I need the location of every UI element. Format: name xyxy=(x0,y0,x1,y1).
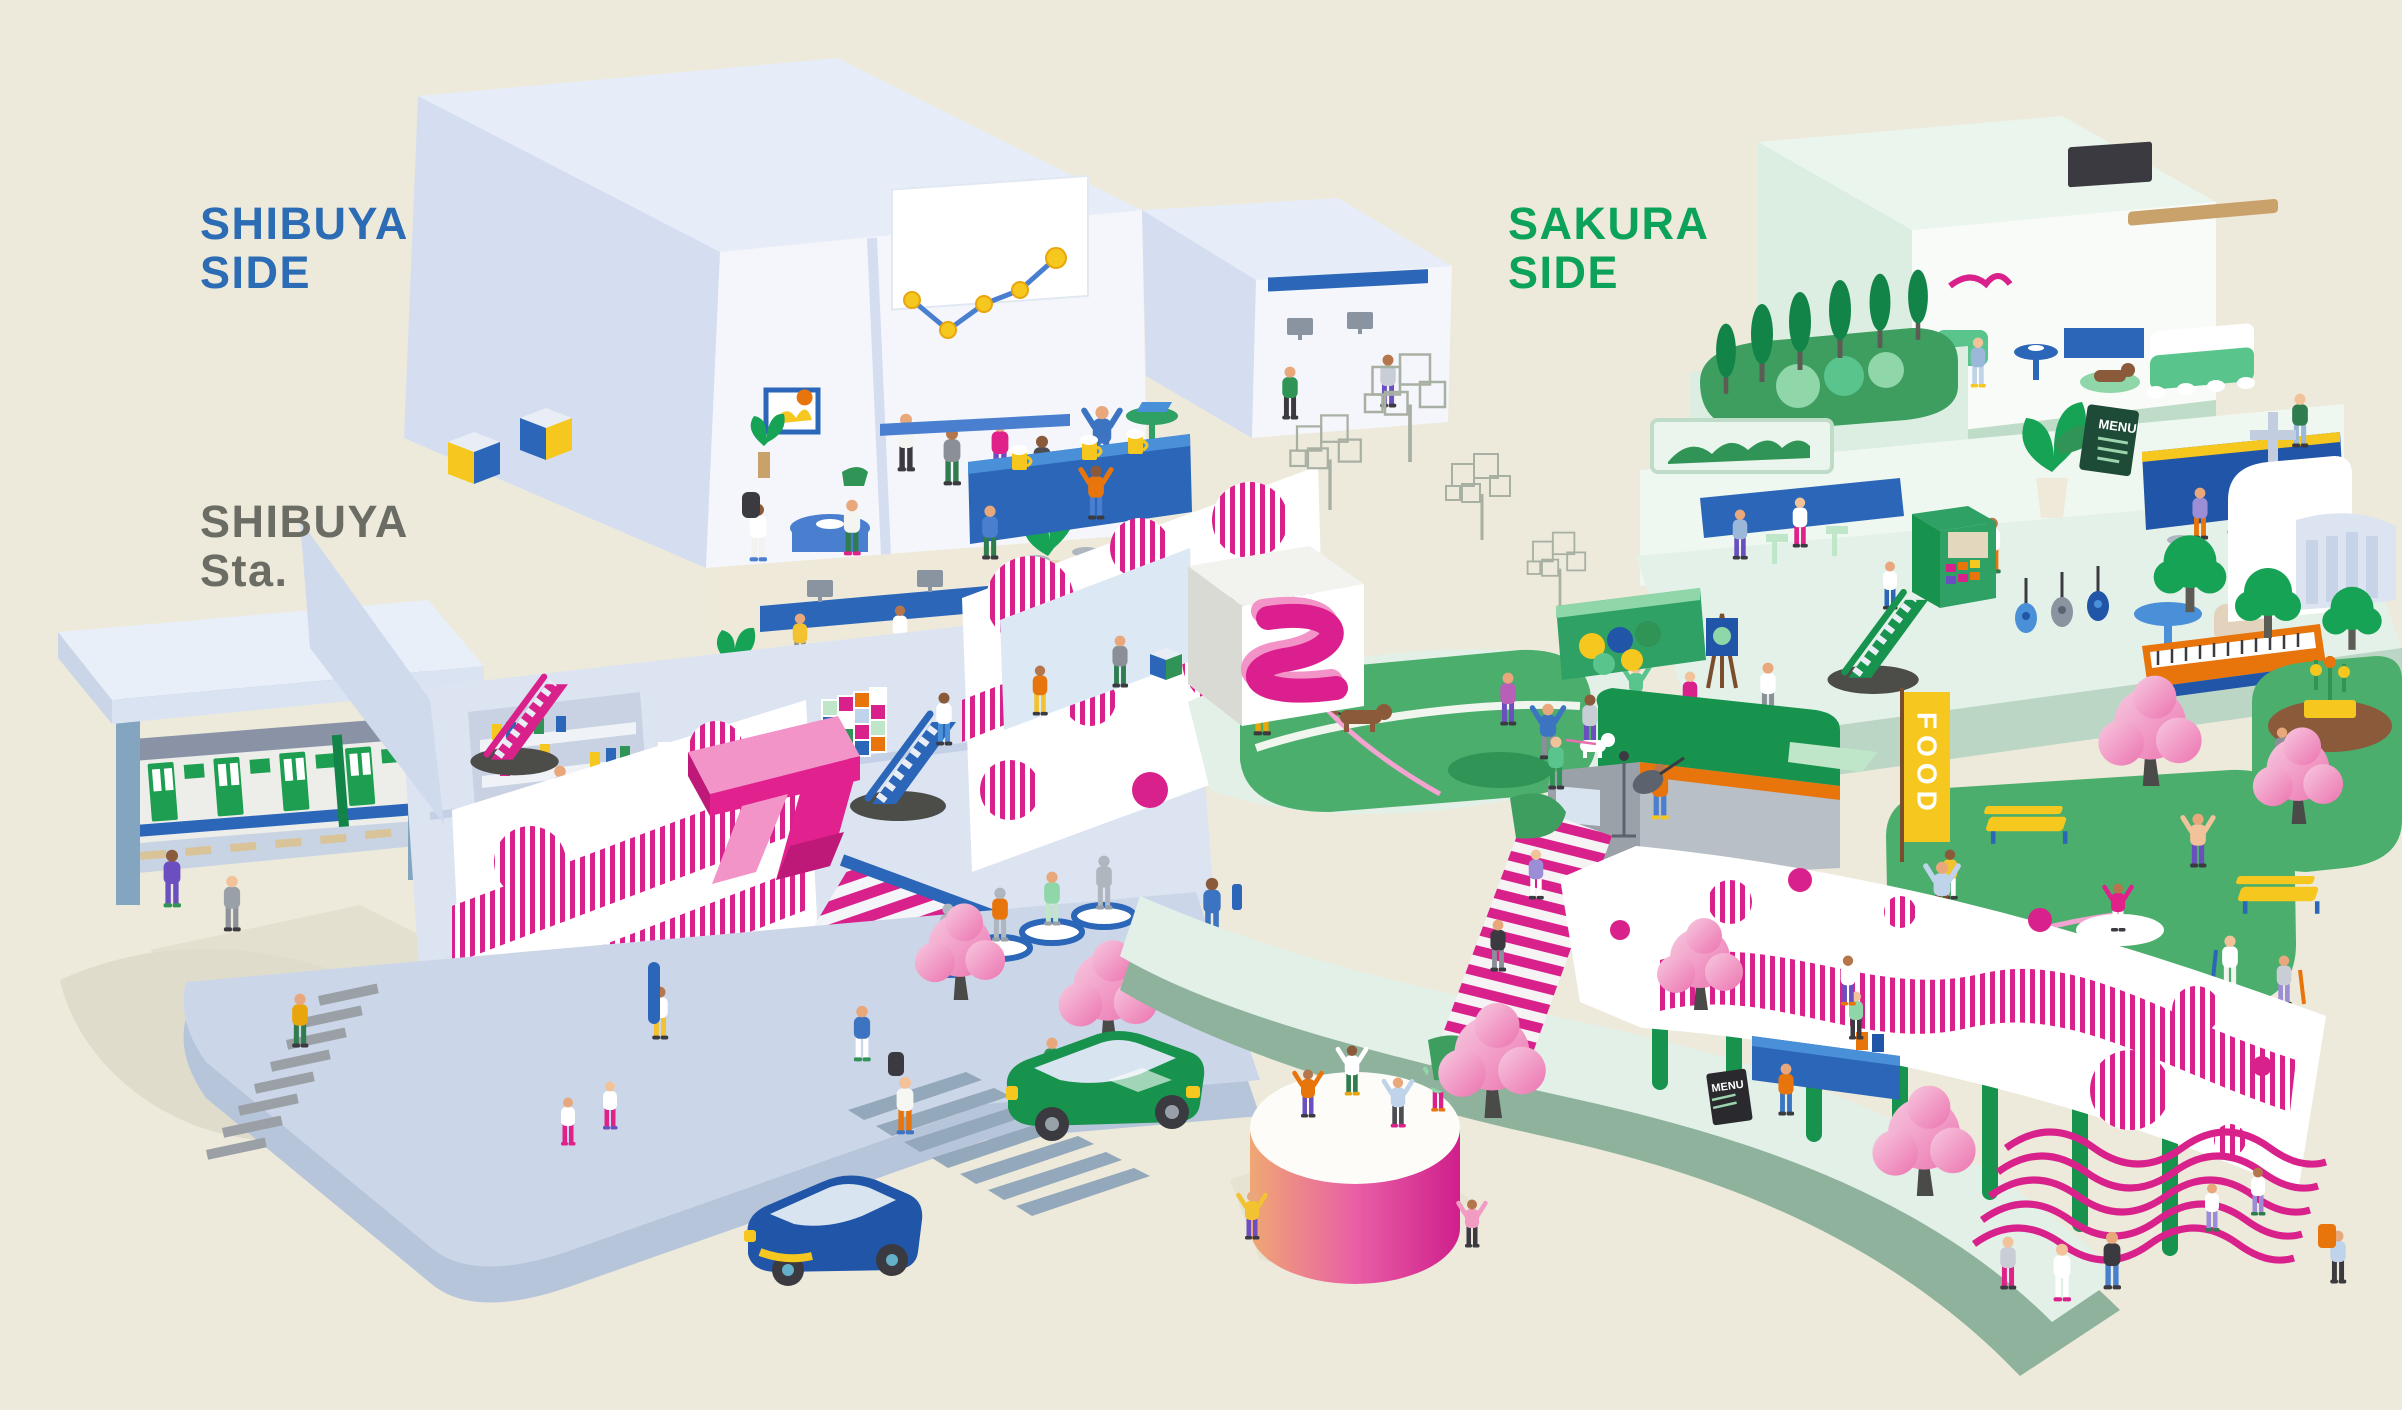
svg-text:MENU: MENU xyxy=(2098,416,2138,436)
promenade-student xyxy=(2205,1183,2220,1232)
arcade-machine xyxy=(1883,506,1996,610)
cafe-menu-board: MENU xyxy=(2079,404,2139,477)
annex-office xyxy=(1268,269,1428,420)
rooftop-garden xyxy=(1700,269,1958,432)
base-plaza xyxy=(163,849,1260,1303)
shibuya-station-label: SHIBUYA Sta. xyxy=(200,496,409,596)
center-bridge xyxy=(1120,352,2120,1376)
food-flag-banner: FOOD xyxy=(1900,688,1950,862)
outdoor-stairs xyxy=(206,983,379,1160)
street-musician xyxy=(1612,751,1685,838)
dancer-ground-2 xyxy=(1459,1200,1486,1248)
living-room xyxy=(1936,141,2152,393)
wireframe-tree-3 xyxy=(1444,452,1512,542)
easel xyxy=(1706,613,1738,689)
kiosk-menu-board: MENU xyxy=(1706,1068,1753,1126)
shibuya-side-label: SHIBUYA SIDE xyxy=(200,198,409,298)
sakura-side-label-line2: SIDE xyxy=(1508,246,1620,298)
guitars xyxy=(2015,566,2109,633)
shibuya-side-label-line1: SHIBUYA xyxy=(200,198,409,249)
s-logo-cube xyxy=(1188,546,1364,726)
round-stage xyxy=(1239,1046,1486,1284)
promenade: MENU xyxy=(1438,846,2347,1302)
dachshund xyxy=(1327,699,1392,732)
food-truck-plaza: FOOD xyxy=(1548,688,1958,919)
kiosk: MENU xyxy=(1706,991,1900,1126)
street xyxy=(744,1031,1205,1286)
shibuya-station-label-line1: SHIBUYA xyxy=(200,496,409,547)
patterned-canopy xyxy=(1560,846,2326,1192)
sakura-side-label-line1: SAKURA xyxy=(1508,198,1710,249)
magenta-sculpture xyxy=(688,716,860,884)
meeting-room xyxy=(880,174,1178,494)
shibuya-station-label-line2: Sta. xyxy=(200,544,289,596)
sakura-side-label: SAKURA SIDE xyxy=(1508,198,1710,298)
blue-car xyxy=(744,1175,923,1286)
shibuya-side-label-line2: SIDE xyxy=(200,246,312,298)
svg-text:FOOD: FOOD xyxy=(1912,712,1943,817)
display-cubes xyxy=(448,408,572,484)
gift-shop-inset xyxy=(1000,548,1194,730)
crosswalk xyxy=(848,1072,1150,1216)
train xyxy=(120,714,478,874)
meeting-audience xyxy=(880,413,1070,494)
restaurant-room xyxy=(742,387,870,562)
cafe-seating xyxy=(1650,418,2001,574)
art-stall xyxy=(1556,588,1777,722)
green-car xyxy=(1006,1031,1205,1141)
svg-text:MENU: MENU xyxy=(1711,1079,1745,1095)
